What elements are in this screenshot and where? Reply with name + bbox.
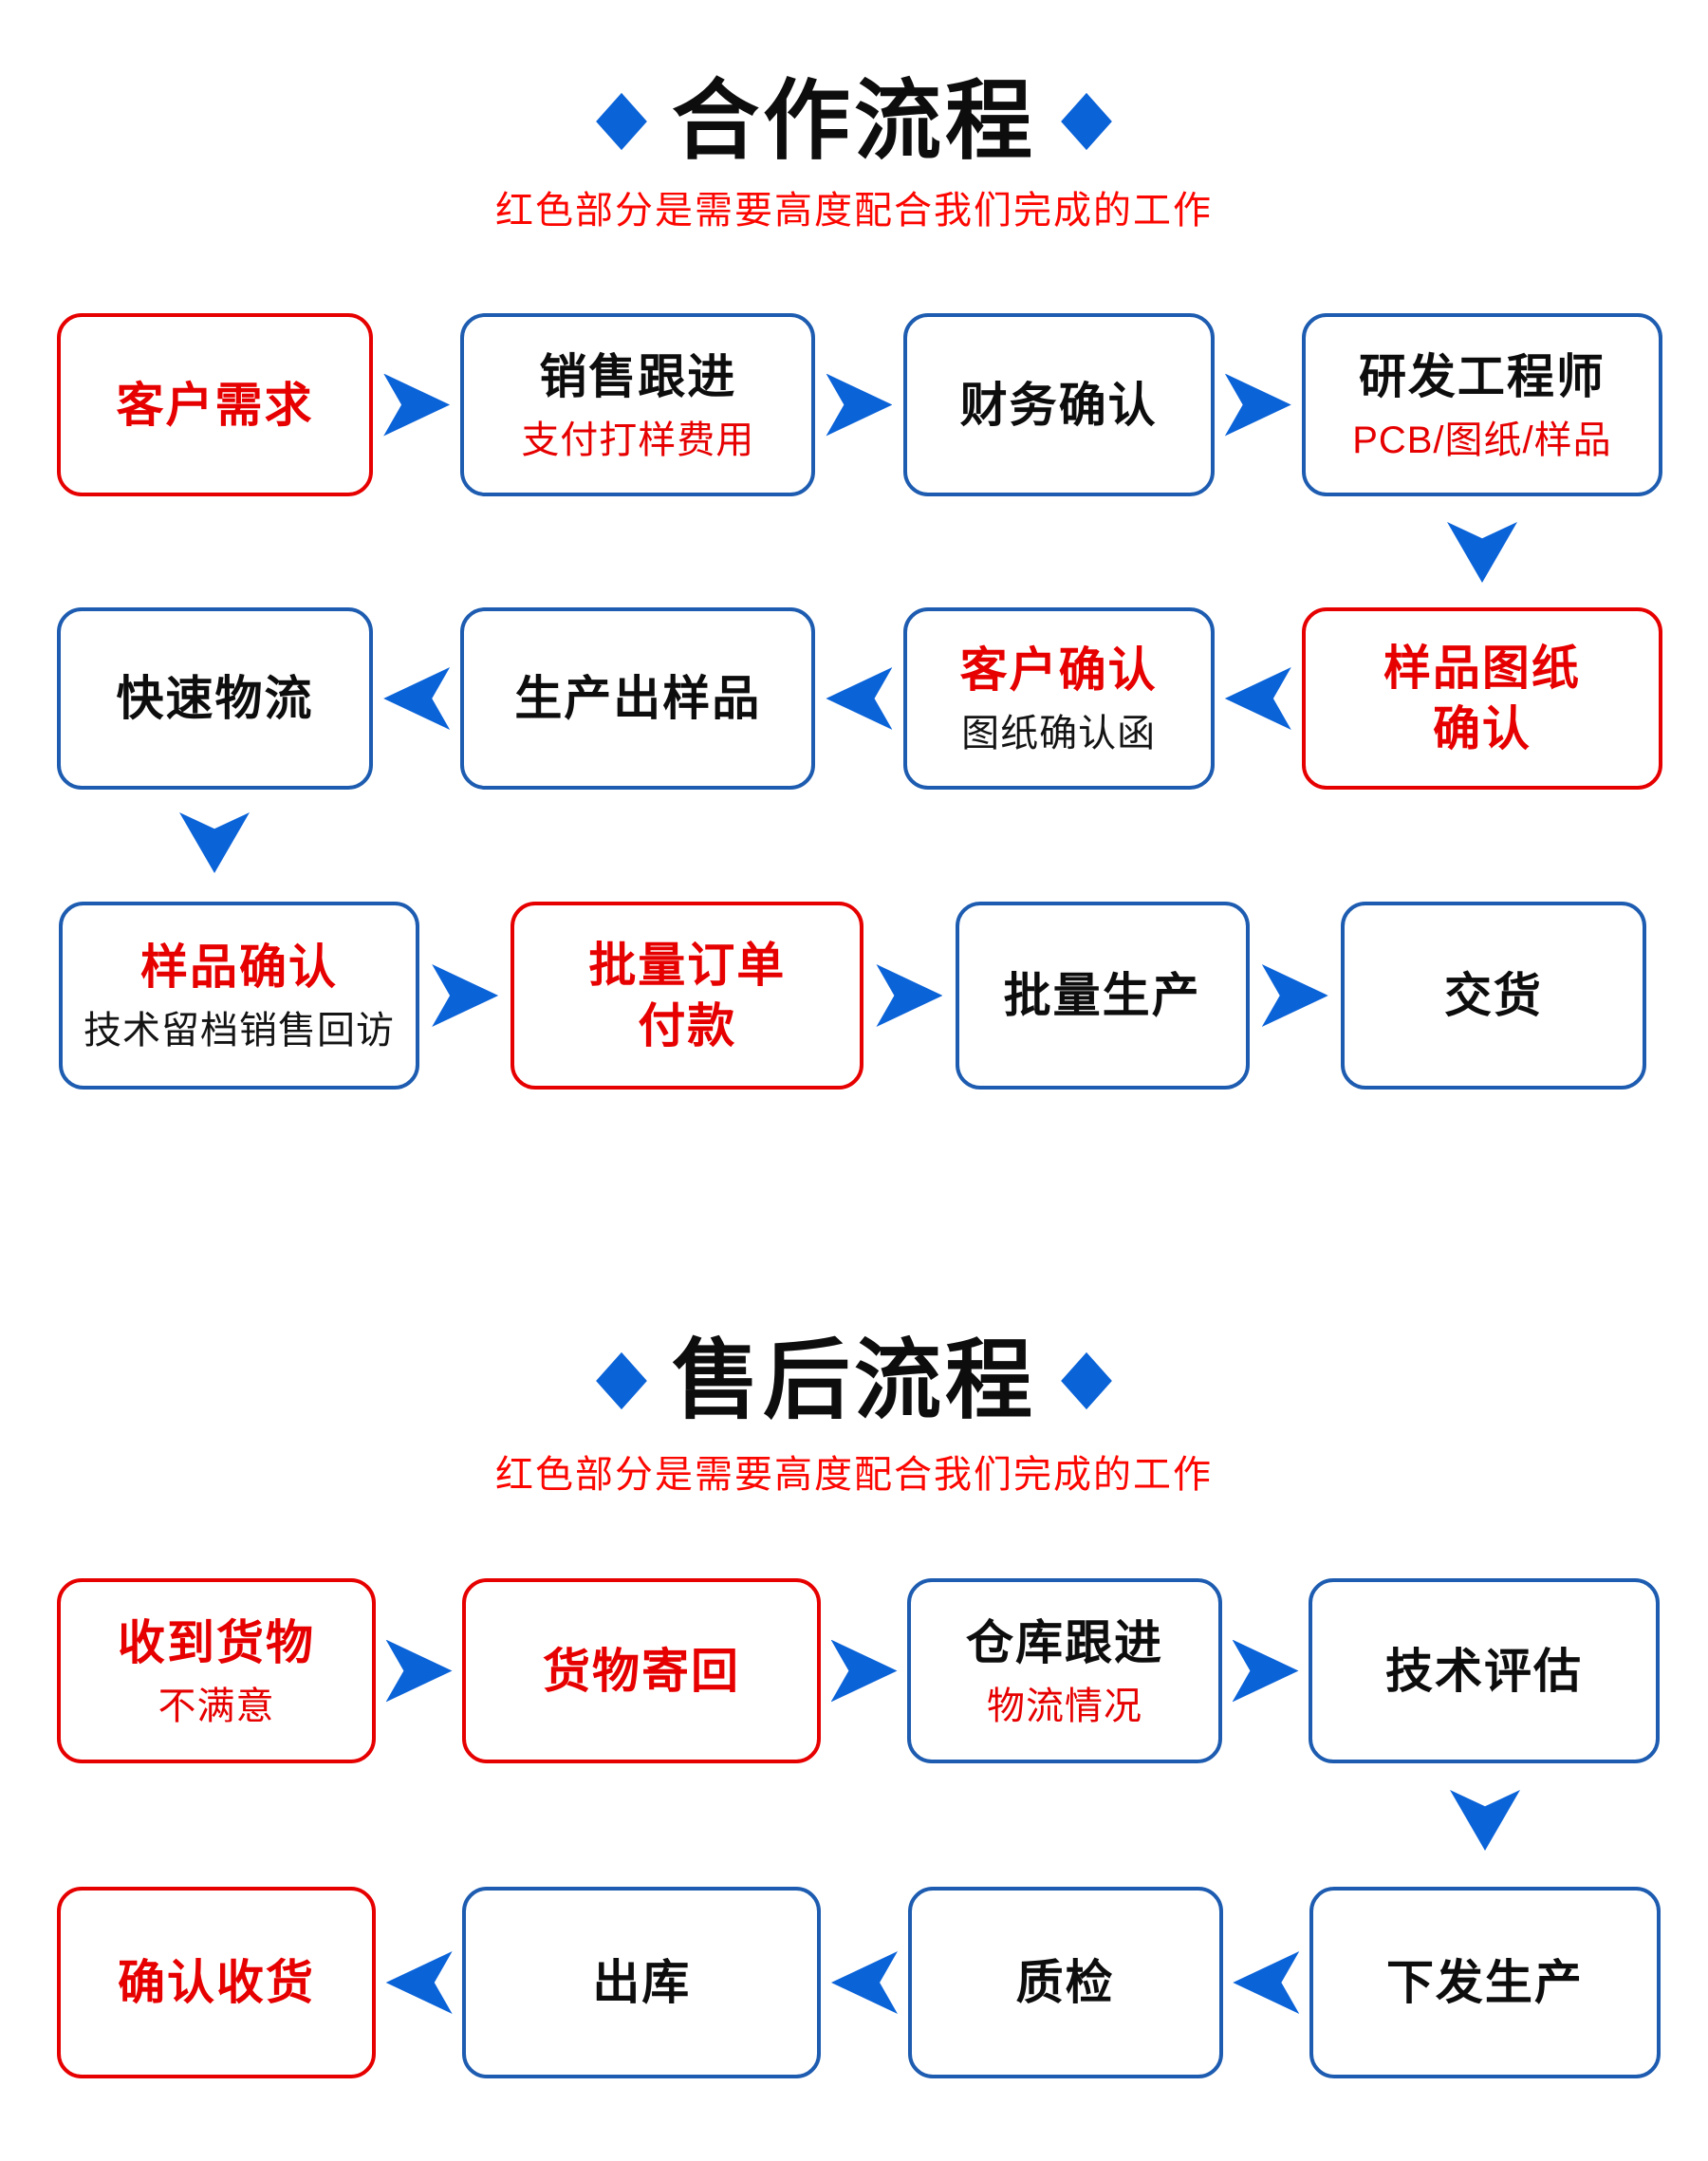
arrow-left-icon	[1224, 667, 1291, 730]
step-title: 样品确认	[140, 941, 338, 994]
step-title: 技术评估	[1385, 1644, 1583, 1698]
step-issue-production: 下发生产	[1309, 1887, 1661, 2078]
diamond-icon	[596, 92, 647, 151]
step-title: 交货	[1443, 969, 1543, 1022]
step-technical-evaluation: 技术评估	[1309, 1578, 1660, 1763]
arrow-right-icon	[383, 373, 451, 437]
after-section-title: 售后流程	[0, 1333, 1708, 1428]
step-title: 出库	[592, 1956, 692, 2009]
step-subtitle: 不满意	[158, 1685, 275, 1727]
after-row-2: 确认收货 出库 质检 下发生产	[57, 1887, 1661, 2078]
arrow-right-icon	[826, 373, 893, 437]
step-title: 销售跟进	[539, 349, 737, 403]
step-confirm-receipt: 确认收货	[57, 1887, 376, 2078]
step-fast-logistics: 快速物流	[57, 607, 373, 790]
step-title-line2: 付款	[638, 999, 737, 1053]
coop-section-title: 合作流程	[0, 74, 1708, 169]
step-title-line1: 样品图纸	[1383, 642, 1581, 695]
coop-row-2: 快速物流 生产出样品 客户确认 图纸确认函 样品图纸 确认	[57, 607, 1662, 790]
step-title: 快速物流	[116, 672, 314, 725]
arrow-right-icon	[1224, 373, 1291, 437]
step-title: 研发工程师	[1358, 349, 1606, 403]
coop-row-3: 样品确认 技术留档销售回访 批量订单 付款 批量生产 交货	[59, 902, 1646, 1090]
step-title: 生产出样品	[514, 672, 762, 725]
step-quality-inspection: 质检	[907, 1887, 1223, 2078]
diamond-icon	[1061, 1351, 1112, 1410]
arrow-right-icon	[385, 1639, 453, 1703]
step-title: 仓库跟进	[966, 1615, 1163, 1669]
arrow-right-icon	[432, 964, 499, 1027]
diamond-icon	[596, 1351, 647, 1410]
step-title: 收到货物	[118, 1615, 315, 1669]
step-title: 客户确认	[959, 643, 1158, 697]
step-rd-engineer: 研发工程师 PCB/图纸/样品	[1301, 313, 1662, 496]
step-bulk-production: 批量生产	[955, 902, 1250, 1090]
step-subtitle: 支付打样费用	[521, 419, 755, 461]
arrow-left-icon	[826, 667, 893, 730]
step-title: 批量生产	[1003, 969, 1201, 1022]
step-return-goods: 货物寄回	[462, 1578, 821, 1763]
step-customer-demand: 客户需求	[57, 313, 373, 496]
step-produce-sample: 生产出样品	[460, 607, 816, 790]
arrow-right-icon	[876, 964, 943, 1027]
arrow-right-icon	[1232, 1639, 1299, 1703]
arrow-left-icon	[830, 1951, 898, 2014]
step-finance-confirm: 财务确认	[902, 313, 1215, 496]
after-section-subtitle: 红色部分是需要高度配合我们完成的工作	[495, 1454, 1213, 1496]
step-warehouse-follow-up: 仓库跟进 物流情况	[907, 1578, 1222, 1763]
step-title: 下发生产	[1385, 1956, 1584, 2009]
arrow-left-icon	[1233, 1951, 1300, 2014]
after-row-1: 收到货物 不满意 货物寄回 仓库跟进 物流情况 技术评估	[57, 1578, 1660, 1763]
coop-section-subtitle: 红色部分是需要高度配合我们完成的工作	[495, 190, 1213, 232]
step-subtitle: 物流情况	[987, 1685, 1142, 1727]
section-title-text: 合作流程	[671, 73, 1036, 170]
step-delivery: 交货	[1340, 902, 1646, 1090]
step-customer-confirm: 客户确认 图纸确认函	[902, 607, 1215, 790]
step-sample-confirm: 样品确认 技术留档销售回访	[59, 902, 419, 1090]
step-title: 财务确认	[959, 378, 1158, 432]
arrow-down-icon	[1447, 522, 1517, 583]
arrow-down-icon	[179, 812, 250, 873]
step-sales-follow-up: 销售跟进 支付打样费用	[460, 313, 816, 496]
step-receive-goods: 收到货物 不满意	[57, 1578, 376, 1763]
step-sample-drawing-confirm: 样品图纸 确认	[1301, 607, 1662, 790]
diamond-icon	[1061, 92, 1112, 151]
arrow-right-icon	[830, 1639, 898, 1703]
arrow-left-icon	[385, 1951, 453, 2014]
step-subtitle: PCB/图纸/样品	[1352, 419, 1612, 461]
step-bulk-order-payment: 批量订单 付款	[511, 902, 864, 1090]
step-title-line1: 批量订单	[588, 939, 787, 992]
step-title: 质检	[1015, 1956, 1115, 2009]
step-title: 货物寄回	[543, 1644, 740, 1698]
step-title-line2: 确认	[1432, 702, 1532, 755]
step-subtitle: 技术留档销售回访	[84, 1010, 395, 1052]
step-title: 确认收货	[118, 1956, 315, 2009]
step-subtitle: 图纸确认函	[961, 713, 1157, 754]
step-title: 客户需求	[116, 378, 314, 432]
arrow-left-icon	[383, 667, 451, 730]
step-outbound: 出库	[462, 1887, 822, 2078]
section-title-text: 售后流程	[671, 1332, 1036, 1429]
arrow-down-icon	[1450, 1790, 1520, 1851]
arrow-right-icon	[1261, 964, 1328, 1027]
coop-row-1: 客户需求 销售跟进 支付打样费用 财务确认 研发工程师 PCB/图纸/样品	[57, 313, 1662, 496]
